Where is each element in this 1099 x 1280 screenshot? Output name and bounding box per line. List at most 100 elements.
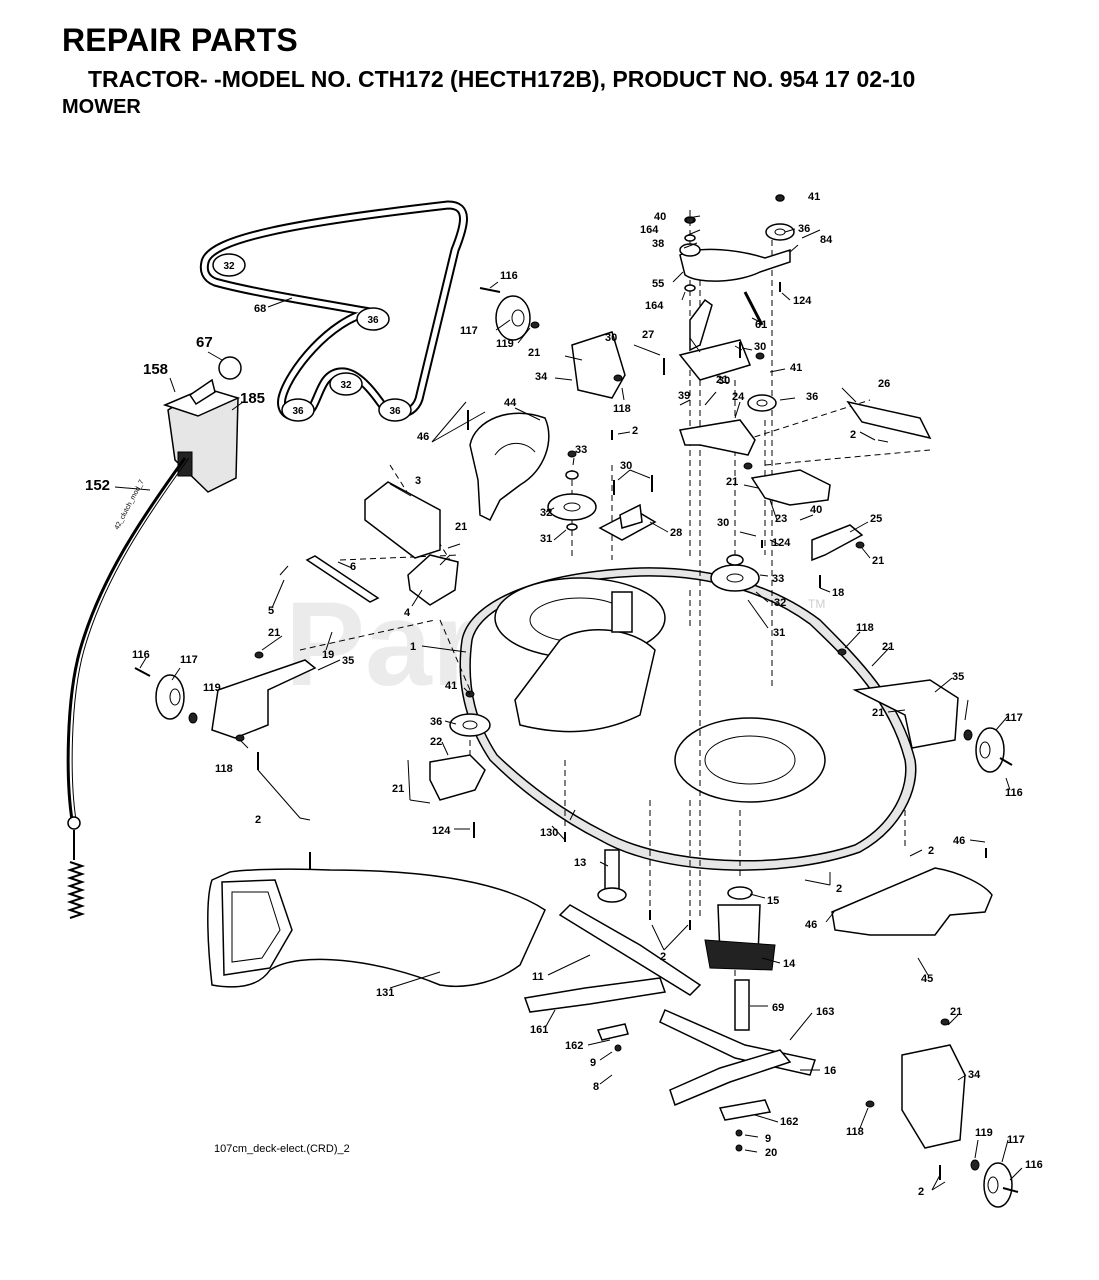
callout: 130 — [540, 827, 558, 839]
callout: 1 — [410, 641, 416, 653]
callout: 46 — [953, 835, 965, 847]
callout: 118 — [856, 622, 874, 634]
callout: 6 — [350, 561, 356, 573]
right-gauge-wheel — [852, 679, 1005, 773]
callout: 30 — [717, 517, 729, 529]
callout: 21 — [872, 555, 884, 567]
callout: 9 — [590, 1057, 596, 1069]
callout: 34 — [968, 1069, 981, 1081]
callout: 119 — [203, 682, 221, 694]
spindles-and-blades — [523, 849, 816, 1121]
callout: 158 — [143, 361, 168, 378]
callout: 161 — [530, 1024, 548, 1036]
callout: 11 — [532, 971, 544, 983]
callout: 21 — [950, 1006, 962, 1018]
callout: 8 — [593, 1081, 599, 1093]
section-title: MOWER — [62, 96, 141, 118]
callout: 36 — [798, 223, 810, 235]
callout: 119 — [975, 1127, 993, 1139]
callout: 35 — [952, 671, 964, 683]
clutch-module — [162, 356, 242, 493]
belt-guards — [305, 295, 626, 606]
callout: 116 — [500, 270, 518, 282]
callout: 69 — [772, 1002, 784, 1014]
callouts: 41 40 36 164 84 38 55 124 164 61 116 30 … — [85, 191, 1043, 1198]
model-subtitle: TRACTOR- -MODEL NO. CTH172 (HECTH172B), … — [88, 66, 916, 92]
belt-pulley-markers: 32 36 32 36 36 — [212, 253, 412, 422]
pulley-label: 36 — [367, 315, 379, 326]
callout: 20 — [765, 1147, 777, 1159]
callout: 152 — [85, 477, 110, 494]
callout: 61 — [755, 319, 767, 331]
watermark-tm: TM — [808, 597, 825, 611]
callout: 21 — [716, 374, 728, 386]
callout: 116 — [132, 649, 150, 661]
callout: 31 — [540, 533, 552, 545]
callout: 21 — [455, 521, 467, 533]
pulley-label: 32 — [223, 261, 235, 272]
callout: 25 — [870, 513, 882, 525]
page-title: REPAIR PARTS — [62, 22, 298, 58]
callout: 18 — [832, 587, 844, 599]
callout: 22 — [430, 736, 442, 748]
callout: 33 — [575, 444, 587, 456]
callout: 21 — [872, 707, 884, 719]
callout: 16 — [824, 1065, 836, 1077]
callout: 32 — [540, 507, 552, 519]
callout: 2 — [836, 883, 842, 895]
callout: 31 — [773, 627, 785, 639]
pulley-label: 36 — [389, 406, 401, 417]
callout: 27 — [642, 329, 654, 341]
callout: 118 — [215, 763, 233, 775]
callout: 28 — [670, 527, 682, 539]
callout: 21 — [392, 783, 404, 795]
callout: 2 — [928, 845, 934, 857]
left-gauge-wheel — [155, 659, 317, 739]
callout: 30 — [754, 341, 766, 353]
callout: 36 — [430, 716, 442, 728]
deck-baffle — [831, 867, 993, 936]
callout: 117 — [1005, 712, 1023, 724]
callout: 117 — [1007, 1134, 1025, 1146]
drive-belt — [199, 200, 468, 421]
callout: 68 — [254, 303, 266, 315]
callout: 14 — [783, 958, 796, 970]
lower-bracket — [429, 713, 491, 801]
callout: 46 — [417, 431, 429, 443]
callout: 32 — [774, 597, 786, 609]
callout: 5 — [268, 605, 274, 617]
callout: 19 — [322, 649, 334, 661]
idler-arm-assembly — [678, 194, 795, 381]
callout: 23 — [775, 513, 787, 525]
callout: 26 — [878, 378, 890, 390]
mower-deck — [459, 567, 917, 871]
brackets-right — [679, 394, 932, 592]
callout: 41 — [790, 362, 802, 374]
callout: 2 — [632, 425, 638, 437]
callout: 21 — [726, 476, 738, 488]
callout: 164 — [640, 224, 659, 236]
callout: 30 — [718, 375, 730, 387]
pulley-label: 32 — [340, 380, 352, 391]
center-pulleys — [547, 470, 657, 541]
fasteners — [134, 194, 1019, 1193]
callout: 2 — [255, 814, 261, 826]
callout: 38 — [652, 238, 664, 250]
pulley-label: 36 — [292, 406, 304, 417]
callout: 21 — [268, 627, 280, 639]
callout: 24 — [732, 391, 745, 403]
discharge-chute — [207, 868, 546, 988]
callout: 46 — [805, 919, 817, 931]
callout: 3 — [415, 475, 421, 487]
callout: 39 — [678, 390, 690, 402]
callout: 40 — [810, 504, 822, 516]
callout: 44 — [504, 397, 517, 409]
callout: 185 — [240, 390, 265, 407]
callout: 21 — [528, 347, 540, 359]
callout: 162 — [780, 1116, 798, 1128]
callout: 21 — [882, 641, 894, 653]
callout: 40 — [654, 211, 666, 223]
callout: 117 — [180, 654, 198, 666]
callout: 162 — [565, 1040, 583, 1052]
callout: 116 — [1005, 787, 1023, 799]
